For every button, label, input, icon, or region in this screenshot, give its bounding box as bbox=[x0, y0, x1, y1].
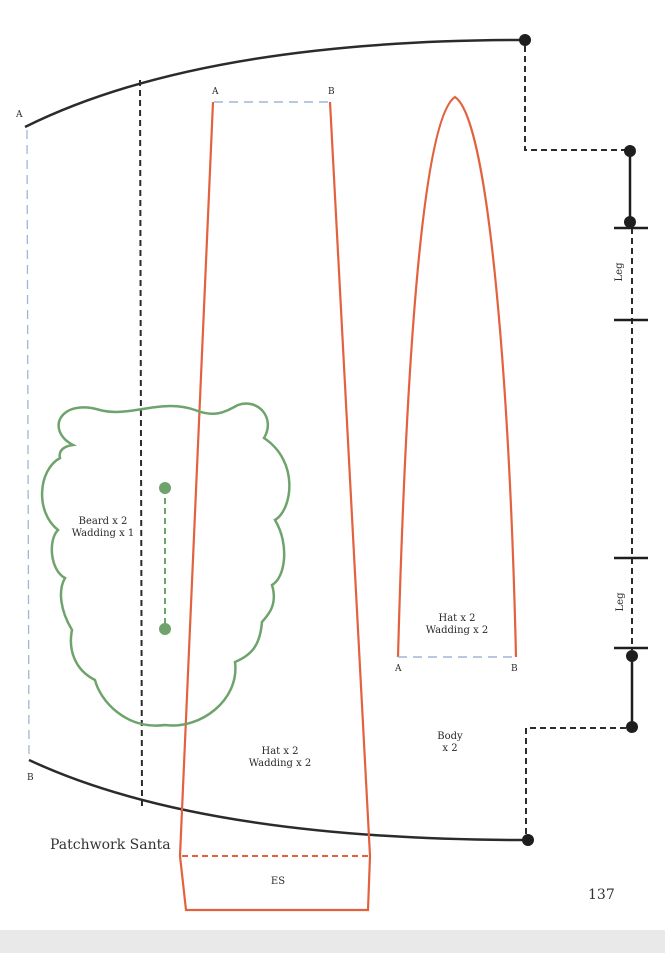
beard-dart-dot-top bbox=[159, 482, 171, 494]
hat-large-label-line2: Wadding x 2 bbox=[248, 758, 312, 769]
beard-label: Beard x 2 Wadding x 1 bbox=[58, 516, 148, 540]
hat-large-es-label: ES bbox=[270, 876, 286, 887]
body-label: Body x 2 bbox=[420, 731, 480, 755]
hat-small-label: Hat x 2 Wadding x 2 bbox=[412, 613, 502, 637]
marker-b-hat-small: B bbox=[511, 664, 518, 674]
body-top-curve bbox=[24, 38, 526, 129]
pattern-sheet: A B A B A B Beard x 2 Wadding x 1 Hat x … bbox=[0, 0, 665, 930]
leg-dot-4 bbox=[626, 721, 638, 733]
marker-a-hat-large: A bbox=[212, 87, 219, 97]
pattern-drawing bbox=[24, 34, 648, 912]
body-corner-dot-bottom bbox=[522, 834, 534, 846]
leg-label-upper: Leg bbox=[614, 262, 625, 282]
body-right-bottom-step bbox=[525, 727, 626, 834]
hat-large-label: Hat x 2 Wadding x 2 bbox=[235, 746, 325, 770]
beard-label-line2: Wadding x 1 bbox=[71, 528, 135, 539]
hat-small-label-line2: Wadding x 2 bbox=[425, 625, 489, 636]
body-label-line1: Body bbox=[437, 731, 463, 742]
leg-label-lower: Leg bbox=[615, 592, 626, 612]
leg-dot-2 bbox=[624, 216, 636, 228]
hat-small-outline bbox=[396, 95, 518, 658]
beard-outline bbox=[40, 402, 291, 727]
body-dashed-cut-line bbox=[139, 79, 143, 807]
page-number: 137 bbox=[588, 887, 615, 903]
hat-large-label-line1: Hat x 2 bbox=[261, 746, 299, 757]
body-fold-line bbox=[26, 129, 30, 759]
beard-label-line1: Beard x 2 bbox=[78, 516, 128, 527]
marker-b-left: B bbox=[27, 773, 34, 783]
book-title: Patchwork Santa bbox=[50, 837, 171, 853]
body-label-line2: x 2 bbox=[442, 743, 458, 754]
body-right-top-step bbox=[524, 46, 628, 151]
body-corner-dot-top bbox=[519, 34, 531, 46]
beard-dart-dot-bottom bbox=[159, 623, 171, 635]
marker-a-hat-small: A bbox=[395, 664, 402, 674]
hat-large-outline bbox=[178, 101, 372, 912]
marker-b-hat-large: B bbox=[328, 87, 335, 97]
marker-a-left: A bbox=[16, 110, 23, 120]
hat-small-label-line1: Hat x 2 bbox=[438, 613, 476, 624]
body-bottom-curve bbox=[28, 758, 527, 842]
